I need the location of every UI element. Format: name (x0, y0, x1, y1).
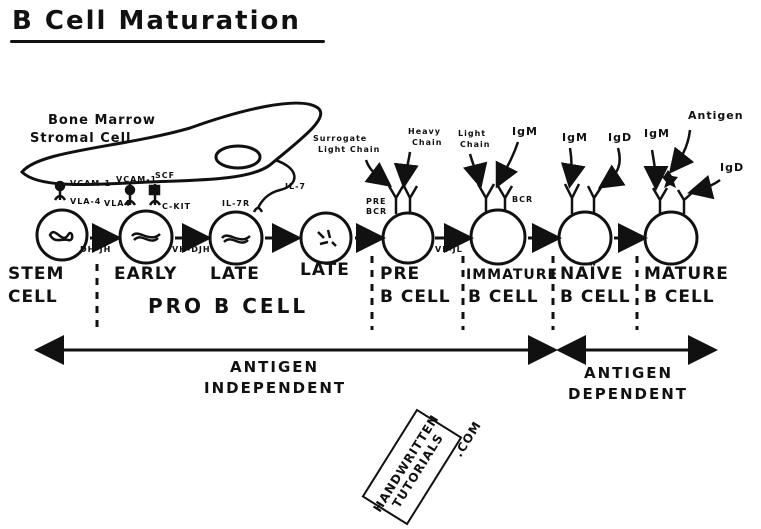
page-title: B Cell Maturation (12, 6, 301, 36)
naive-label-line2: B CELL (560, 287, 631, 307)
pro-b-cell-label: PRO B CELL (148, 294, 309, 318)
light-chain-label-line1: Light (458, 129, 487, 138)
callout-arrows (364, 129, 721, 200)
late2-label: LATE (300, 260, 350, 280)
antigen-icon (662, 170, 678, 188)
il7-secretion (256, 158, 296, 209)
stem-nucleus (48, 230, 74, 242)
naive-label-line1: NAÏVE (560, 264, 624, 284)
immature-label-line2: B CELL (468, 287, 539, 307)
late-pro-b-cell-2 (299, 211, 353, 265)
heavy-chain-label-line2: Chain (412, 138, 443, 147)
early-dna (131, 232, 161, 242)
il7-label: IL-7 (285, 182, 306, 191)
immature-label-line1: IMMATURE (466, 267, 559, 283)
light-chain-label-line2: Chain (460, 140, 491, 149)
mature-label-line2: B CELL (644, 287, 715, 307)
igm-naive-label: IgM (562, 131, 588, 144)
stem-label-line2: CELL (8, 287, 58, 307)
adhesion-receptors (53, 180, 264, 213)
stromal-label-line2: Stromal Cell (30, 131, 132, 146)
pre-label-line1: PRE (380, 264, 421, 284)
title-underline (10, 40, 325, 43)
bcr-label: BCR (512, 195, 534, 204)
stromal-nucleus (214, 144, 262, 170)
vla4-label: VLA-4 (70, 197, 102, 206)
vl-jl-label: VL-JL (435, 245, 463, 254)
scf-label: SCF (155, 171, 176, 180)
stromal-label-line1: Bone Marrow (48, 113, 156, 128)
antigen-independent-line2: INDEPENDENT (204, 379, 347, 397)
mature-label-line1: MATURE (644, 264, 729, 284)
stromal-cell (19, 101, 322, 187)
late2-dna (317, 229, 337, 247)
surrogate-label-line2: Light Chain (318, 145, 381, 154)
vla-mid-label: VLA4 (104, 199, 132, 208)
il7r-label: IL-7R (222, 199, 251, 208)
early-label: EARLY (114, 264, 178, 284)
igm-mature-label: IgM (644, 127, 670, 140)
mature-b-cell (643, 210, 699, 266)
antigen-dependent-line2: DEPENDENT (568, 385, 688, 403)
vh-djh-label: VH-DJH (172, 245, 211, 254)
receptor-glyphs (387, 183, 694, 215)
antigen-independent-line1: ANTIGEN (230, 358, 320, 376)
pre-label-line2: B CELL (380, 287, 451, 307)
surrogate-label-line1: Surrogate (313, 134, 368, 143)
late1-label: LATE (210, 264, 260, 284)
vcam1-left-label: VCAM-1 (70, 179, 112, 188)
heavy-chain-label-line1: Heavy (408, 127, 441, 136)
igd-naive-label: IgD (608, 131, 633, 144)
igd-mature-label: IgD (720, 161, 745, 174)
stem-label-line1: STEM (8, 264, 65, 284)
stage-dividers (95, 256, 639, 330)
pre-bcr-label-line1: PRE (366, 197, 387, 206)
vcam1-mid-label: VCAM-1 (116, 175, 158, 184)
stem-cell (35, 208, 89, 262)
naive-b-cell (557, 210, 613, 266)
antigen-dependent-line1: ANTIGEN (584, 364, 674, 382)
ckit-label: C-KIT (162, 202, 192, 211)
igm-immature-label: IgM (512, 125, 538, 138)
pre-bcr-label-line2: BCR (366, 207, 388, 216)
antigen-label: Antigen (688, 109, 744, 122)
dh-jh-label: DH-JH (80, 245, 112, 254)
immature-b-cell (469, 208, 527, 266)
late-dna (221, 234, 251, 244)
pre-b-cell (381, 211, 435, 265)
